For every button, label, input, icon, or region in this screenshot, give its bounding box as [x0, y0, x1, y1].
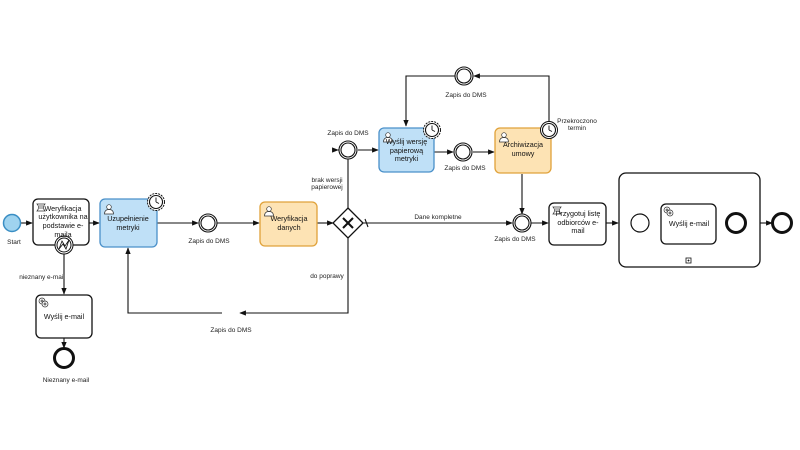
- flow-archive-loop[interactable]: [473, 73, 550, 122]
- clock-icon: [155, 197, 160, 204]
- error-boundary-event[interactable]: [54, 235, 74, 255]
- gears-icon: [38, 297, 49, 308]
- flow-gateway-to-dms6[interactable]: [239, 238, 349, 316]
- timer-boundary-metric[interactable]: [147, 193, 165, 211]
- task-archive-contract[interactable]: [494, 127, 552, 174]
- task-send-paper[interactable]: [378, 127, 435, 173]
- user-icon: [499, 132, 509, 143]
- flow-dms6-to-metric[interactable]: [125, 247, 222, 314]
- gears-icon: [663, 206, 674, 217]
- script-task-icon: [36, 203, 46, 212]
- task-send-email-sub[interactable]: [660, 203, 717, 245]
- end-event-final[interactable]: [771, 212, 793, 234]
- subprocess-end-event[interactable]: [725, 212, 747, 234]
- intermediate-dms-5[interactable]: [512, 213, 532, 233]
- sequence-flows: [20, 73, 773, 349]
- start-event[interactable]: [2, 213, 22, 233]
- user-icon: [104, 204, 114, 215]
- task-verify-data[interactable]: [259, 201, 318, 247]
- clock-icon: [548, 125, 553, 132]
- intermediate-dms-4[interactable]: [453, 142, 473, 162]
- intermediate-dms-3[interactable]: [454, 66, 474, 86]
- task-send-email-left[interactable]: [35, 294, 93, 339]
- exclusive-gateway[interactable]: [332, 207, 364, 239]
- flow-dms3-to-paper[interactable]: [403, 75, 455, 127]
- collapse-marker-icon[interactable]: [685, 257, 692, 264]
- timer-boundary-paper[interactable]: [423, 121, 441, 139]
- subprocess-start-event[interactable]: [630, 213, 650, 233]
- task-verify-user[interactable]: [32, 198, 90, 246]
- script-task-icon: [552, 206, 562, 215]
- user-icon: [383, 132, 393, 143]
- clock-icon: [431, 125, 436, 132]
- task-complete-metric[interactable]: [99, 198, 158, 248]
- x-icon: [342, 217, 354, 229]
- timer-boundary-archive[interactable]: [540, 121, 558, 139]
- intermediate-dms-1[interactable]: [198, 213, 218, 233]
- error-icon: [58, 239, 70, 250]
- intermediate-dms-2[interactable]: [338, 140, 358, 160]
- task-prepare-recipients[interactable]: [548, 202, 607, 246]
- end-event-unknown-email[interactable]: [53, 347, 75, 369]
- user-icon: [264, 206, 274, 217]
